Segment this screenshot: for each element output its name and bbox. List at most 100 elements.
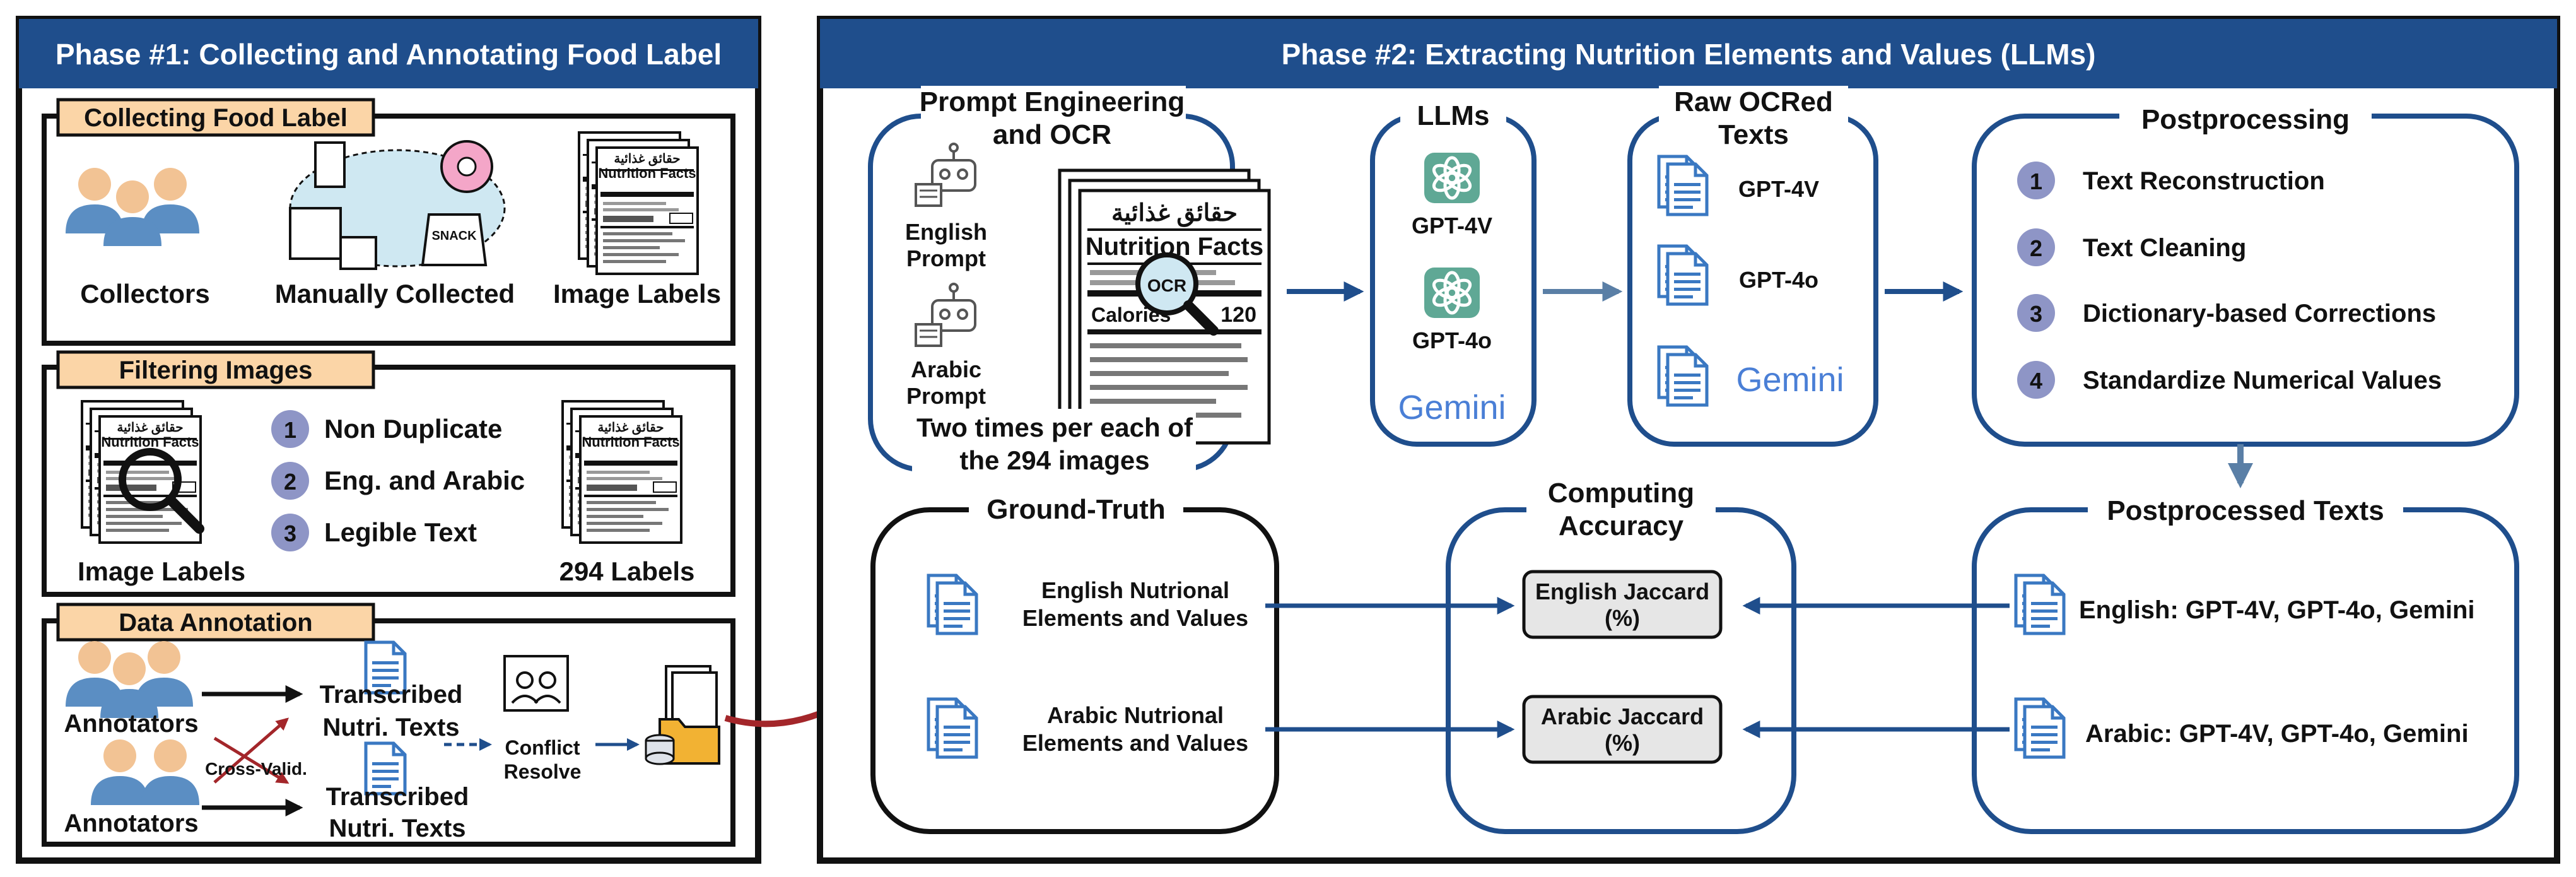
transcribed-bottom-line2: Nutri. Texts: [329, 815, 465, 842]
raw-gpt4v-label: GPT-4V: [1738, 176, 1819, 202]
svg-text:Text Cleaning: Text Cleaning: [2083, 234, 2246, 262]
raw-heading-2: Texts: [1718, 119, 1789, 150]
collecting-section: [42, 114, 735, 346]
svg-text:Eng. and Arabic: Eng. and Arabic: [324, 466, 525, 495]
arabic-jaccard-line2: (%): [1605, 730, 1640, 756]
gt-english-line2: Elements and Values: [1022, 605, 1248, 631]
english-jaccard-box: [1522, 570, 1723, 639]
cross-valid-arrow-down: [213, 736, 290, 784]
annotation-heading: Data Annotation: [119, 609, 312, 637]
conflict-icon: [503, 655, 569, 712]
post-step-3: 3 Dictionary-based Corrections: [2017, 294, 2436, 332]
post-step-4: 4 Standardize Numerical Values: [2017, 361, 2442, 399]
english-jaccard-line2: (%): [1605, 605, 1640, 631]
arabic-jaccard-line1: Arabic Jaccard: [1541, 703, 1704, 729]
filtered-count-label: 294 Labels: [559, 556, 695, 586]
postprocessing-heading: Postprocessing: [2141, 104, 2350, 135]
filtering-section: [42, 365, 735, 597]
image-labels-label: Image Labels: [553, 279, 721, 309]
postprocessed-arabic: Arabic: GPT-4V, GPT-4o, Gemini: [2085, 720, 2469, 748]
phase2-title: Phase #2: Extracting Nutrition Elements …: [1282, 38, 2096, 71]
svg-text:2: 2: [284, 469, 296, 495]
transcribed-top-line2: Nutri. Texts: [322, 714, 459, 741]
llm-gpt4o-label: GPT-4o: [1412, 327, 1492, 353]
filter-criteria: 1 Non Duplicate 2 Eng. and Arabic 3 Legi…: [271, 410, 525, 551]
svg-text:Nutrition Facts: Nutrition Facts: [101, 434, 199, 450]
accuracy-heading-1: Computing: [1548, 478, 1694, 509]
postprocessing-steps: 1 Text Reconstruction 2 Text Cleaning 3 …: [2017, 162, 2442, 399]
prompt-heading-2: and OCR: [993, 119, 1111, 150]
prompt-footer-1: Two times per each of: [916, 413, 1193, 442]
cross-valid-label: Cross-Valid.: [205, 759, 307, 779]
accuracy-heading-2: Accuracy: [1559, 510, 1684, 541]
llms-heading: LLMs: [1417, 100, 1490, 131]
english-prompt-line1: English: [905, 219, 987, 245]
criterion-3: 3 Legible Text: [271, 514, 477, 551]
svg-text:Text Reconstruction: Text Reconstruction: [2083, 167, 2325, 195]
dataset-folder-icon: [645, 665, 720, 765]
post-step-2: 2 Text Cleaning: [2017, 228, 2246, 266]
svg-text:3: 3: [284, 521, 296, 546]
svg-text:Nutrition Facts: Nutrition Facts: [598, 165, 696, 181]
phase1-header: [19, 19, 758, 88]
annotation-tag: [56, 603, 375, 642]
ocr-card-arabic-title: حقائق غذائية: [1111, 200, 1238, 227]
conflict-label-2: Resolve: [504, 760, 582, 783]
postprocessed-heading: Postprocessed Texts: [2107, 495, 2384, 526]
svg-text:4: 4: [2030, 368, 2042, 394]
post-step-1: 1 Text Reconstruction: [2017, 162, 2325, 199]
prompt-heading-1: Prompt Engineering: [920, 86, 1185, 117]
gt-english-line1: English Nutrional: [1041, 577, 1229, 603]
raw-gpt4o-label: GPT-4o: [1739, 267, 1818, 293]
conflict-label-1: Conflict: [505, 736, 580, 759]
svg-text:حقائق غذائية: حقائق غذائية: [597, 421, 664, 435]
english-prompt-line2: Prompt: [906, 245, 986, 271]
gpt4o-logo-icon: [1424, 268, 1480, 318]
transcribed-top-line1: Transcribed: [320, 681, 463, 709]
arabic-prompt-line2: Prompt: [906, 383, 986, 409]
snack-text: SNACK: [431, 229, 477, 243]
cross-valid-arrow-up: [213, 717, 290, 784]
svg-text:1: 1: [2030, 168, 2042, 194]
svg-text:حقائق غذائية: حقائق غذائية: [117, 421, 183, 435]
arabic-prompt-line1: Arabic: [911, 356, 981, 382]
collecting-heading: Collecting Food Label: [84, 104, 348, 132]
criterion-1: 1 Non Duplicate: [271, 410, 502, 448]
annotation-section: [42, 618, 735, 847]
filter-image-labels-label: Image Labels: [78, 556, 245, 586]
collectors-label: Collectors: [80, 279, 209, 309]
gt-arabic-line2: Elements and Values: [1022, 730, 1248, 756]
postprocessed-english: English: GPT-4V, GPT-4o, Gemini: [2079, 596, 2475, 624]
magnifier-icon: [119, 448, 182, 511]
gpt4v-logo-icon: [1424, 153, 1480, 203]
phase1-title: Phase #1: Collecting and Annotating Food…: [56, 38, 722, 71]
svg-text:Nutrition Facts: Nutrition Facts: [582, 434, 679, 450]
ocr-text: OCR: [1147, 276, 1186, 295]
arabic-jaccard-box: [1522, 695, 1723, 764]
ocr-magnifier-icon: [1135, 252, 1198, 315]
svg-text:1: 1: [284, 417, 296, 443]
ocr-card-cal-value: 120: [1221, 303, 1256, 327]
svg-text:Dictionary-based Corrections: Dictionary-based Corrections: [2083, 300, 2436, 327]
svg-text:Standardize Numerical Values: Standardize Numerical Values: [2083, 367, 2442, 394]
manual-collection-icon: SNACK: [289, 140, 506, 270]
svg-text:حقائق غذائية: حقائق غذائية: [614, 152, 680, 167]
raw-heading-1: Raw OCRed: [1674, 86, 1833, 117]
filter-image-labels-icon: حقائق غذائية Nutrition Facts: [81, 400, 204, 544]
llm-gpt4v-label: GPT-4V: [1412, 213, 1492, 238]
collected-image-labels-icon: حقائق غذائية Nutrition Facts: [578, 131, 699, 275]
filtering-tag: [56, 350, 375, 389]
svg-text:3: 3: [2030, 301, 2042, 327]
prompt-footer-2: the 294 images: [959, 445, 1149, 475]
svg-text:2: 2: [2030, 235, 2042, 261]
annotators-top-label: Annotators: [64, 710, 198, 738]
collecting-tag: [56, 98, 375, 137]
phase2-header: [820, 19, 2557, 88]
manually-collected-label: Manually Collected: [275, 279, 515, 309]
raw-gemini-label: Gemini: [1736, 361, 1844, 399]
filtered-labels-icon: حقائق غذائية Nutrition Facts: [561, 400, 682, 544]
svg-text:Non Duplicate: Non Duplicate: [324, 414, 502, 444]
annotators-top-icon: [66, 641, 193, 718]
llm-gemini-label: Gemini: [1398, 389, 1506, 427]
